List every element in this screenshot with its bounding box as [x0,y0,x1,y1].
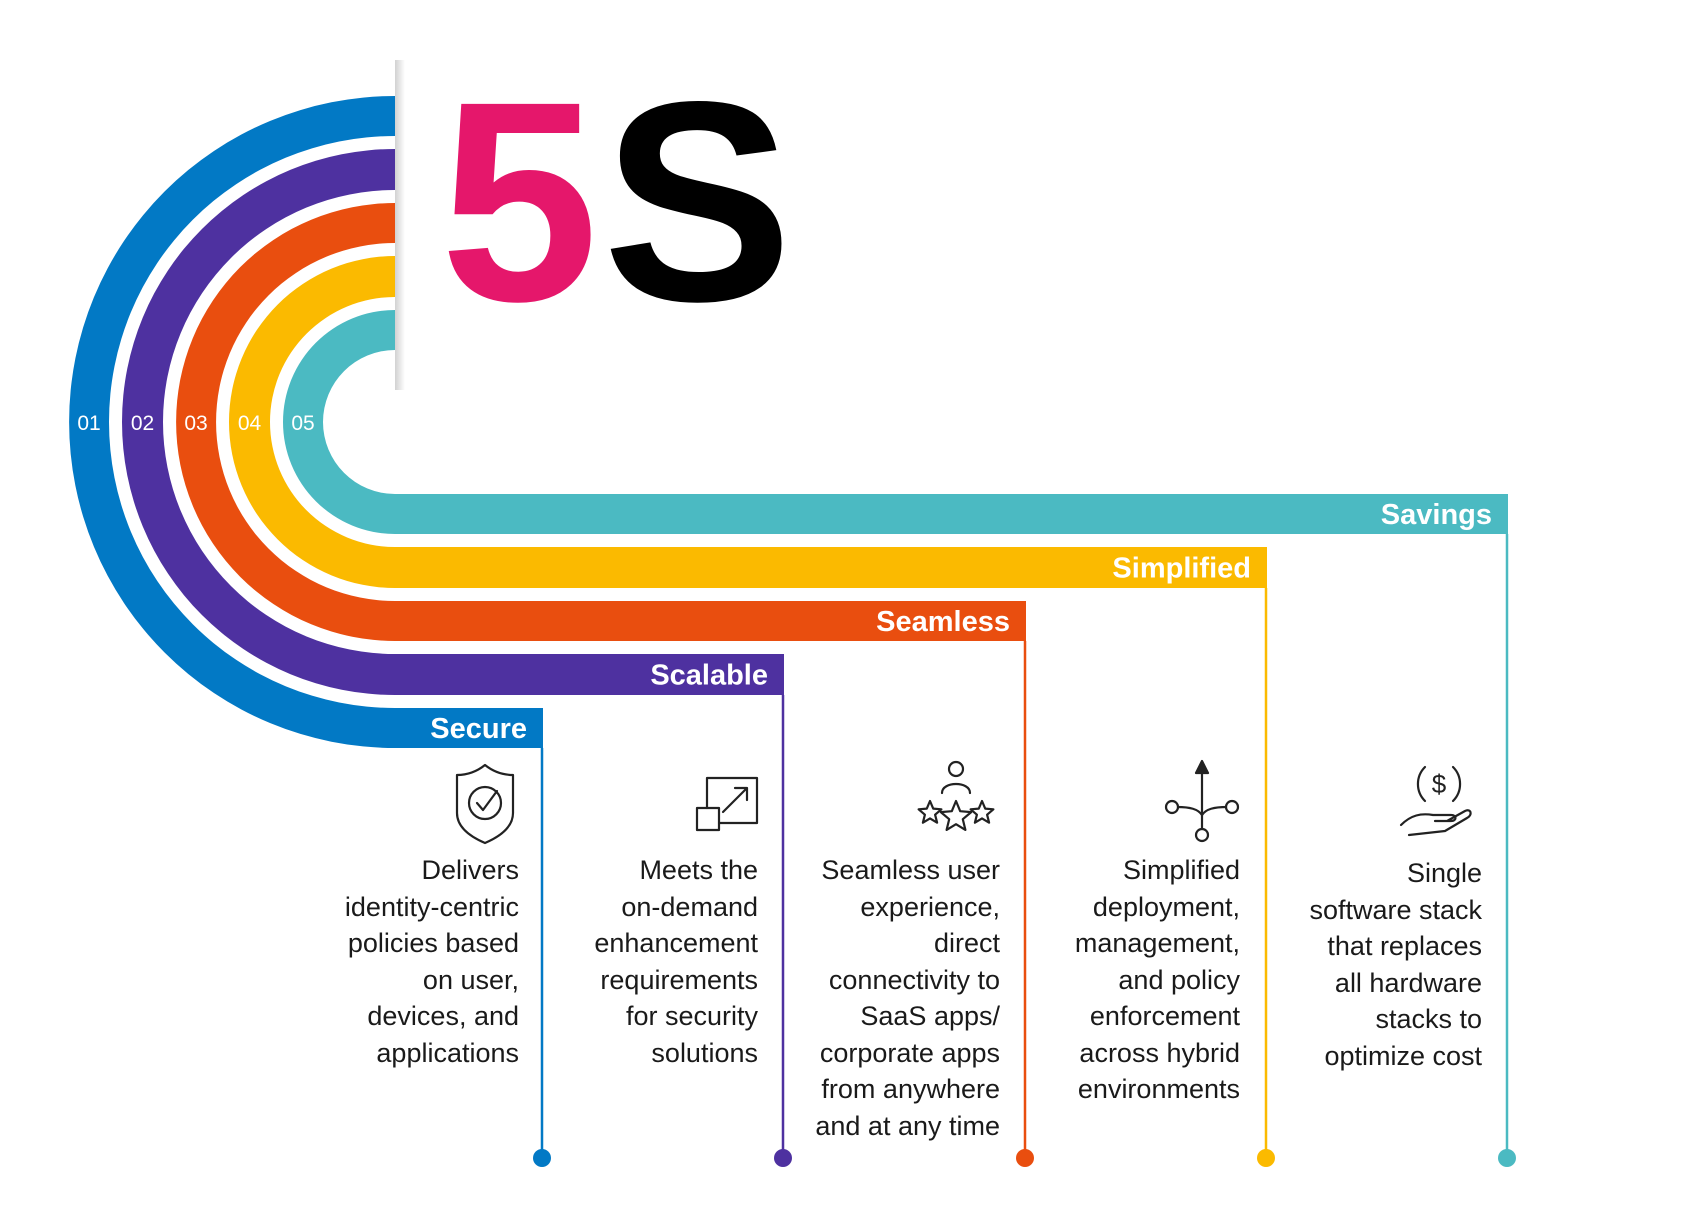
description-line: devices, and [367,1001,519,1031]
description-scalable: Meets the on-demand enhancement requirement… [498,852,758,1071]
band-label: Secure [430,713,527,745]
dollar-sign-icon: $ [1432,769,1447,799]
description-line: connectivity to [828,964,1000,995]
description-line: on user, [422,964,519,995]
description-line: environments [1077,1074,1240,1104]
title-letter: S [602,43,797,361]
description-line: on-demand [621,891,758,922]
band-label: Scalable [650,660,768,692]
user-stars-icon [917,760,995,831]
band-shape [229,256,1267,588]
description-line: for security [625,1001,758,1031]
connector-dot [1257,1149,1275,1167]
band-label: Simplified [1112,553,1251,585]
description-line: deployment, [1092,891,1240,922]
band-label: Savings [1381,499,1492,531]
connector-dot [533,1149,551,1167]
description-line: and policy [1118,964,1240,995]
band-number: 02 [131,412,154,435]
connector-dot [774,1149,792,1167]
description-line: optimize cost [1324,1040,1482,1071]
description-line: applications [376,1037,519,1068]
description-line: experience, [860,891,1000,922]
description-line: Simplified [1122,855,1240,885]
description-line: Meets the [639,855,758,885]
scale-up-icon [695,776,759,832]
description-line: management, [1074,928,1240,958]
description-simplified: Simplified deployment, management, and poli… [980,852,1240,1108]
band-number: 01 [77,412,100,435]
band-number: 05 [291,412,314,435]
description-secure: Delivers identity-centric policies based on… [259,852,519,1071]
description-line: that replaces [1327,931,1482,961]
band-number: 03 [184,412,207,435]
five-s-title: 5S [440,60,797,345]
description-line: direct [933,928,1000,958]
description-line: across hybrid [1079,1037,1240,1068]
description-line: identity-centric [344,891,519,922]
title-number: 5 [440,43,603,361]
description-line: policies based [347,928,519,958]
description-line: and at any time [815,1110,1000,1141]
description-line: all hardware [1334,967,1482,998]
description-line: enhancement [594,928,758,958]
description-seamless: Seamless user experience, direct connectivi… [740,852,1000,1144]
description-savings: Single software stack that replaces all har… [1222,855,1482,1074]
hand-coin-icon: $ [1399,765,1472,837]
description-line: Seamless user [821,855,1000,885]
connector-dot [1016,1149,1034,1167]
description-line: software stack [1309,894,1482,925]
shield-check-icon [455,763,515,845]
connector-dot [1498,1149,1516,1167]
description-line: SaaS apps/ [860,1001,1000,1031]
description-line: from anywhere [821,1074,1000,1104]
description-line: corporate apps [819,1037,1000,1068]
band-shape [283,310,1508,534]
band-number: 04 [238,412,262,435]
description-line: Single [1406,858,1482,888]
description-line: Delivers [421,855,519,885]
fold-shadow [395,60,405,390]
description-line: enforcement [1089,1001,1240,1031]
band-label: Seamless [876,606,1010,638]
network-branch-icon [1164,759,1240,843]
description-line: requirements [600,964,758,995]
description-line: stacks to [1375,1004,1482,1034]
description-line: solutions [651,1037,758,1068]
